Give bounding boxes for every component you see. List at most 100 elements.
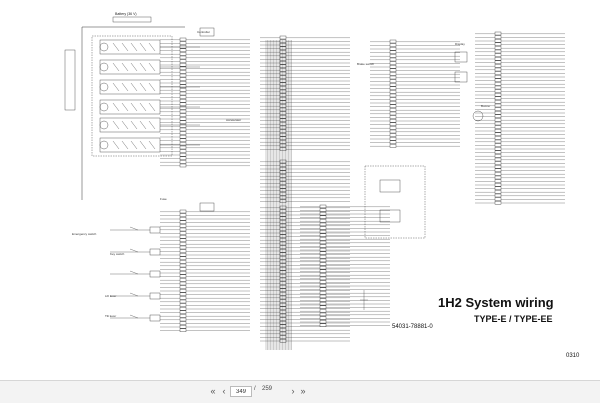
harness-pin xyxy=(279,274,287,278)
lift-lever-label: Lift lever xyxy=(105,294,117,298)
contact-wire xyxy=(112,62,120,72)
harness-pin xyxy=(279,104,287,108)
display-pin xyxy=(389,104,397,109)
contact-wire xyxy=(139,42,147,52)
next-page-button[interactable]: › xyxy=(291,386,295,396)
harness-pin xyxy=(279,270,287,274)
option-pin xyxy=(319,273,327,277)
page-code: 0310 xyxy=(566,353,580,359)
switch-contact xyxy=(129,226,139,231)
contact-wire xyxy=(139,62,147,72)
controller-pin xyxy=(179,45,187,49)
controller-pin xyxy=(179,102,187,107)
harness-pin xyxy=(279,324,287,328)
display-connector-pin xyxy=(494,168,502,173)
display-connector-pin xyxy=(494,71,502,75)
controller-pin xyxy=(179,285,187,289)
display-connector-pin xyxy=(494,35,502,39)
contact-wire xyxy=(130,140,138,150)
switch-contact xyxy=(129,314,139,319)
harness-pin xyxy=(279,181,287,185)
harness-pin xyxy=(279,241,287,246)
option-pin xyxy=(319,237,327,241)
display-connector-pin xyxy=(494,96,502,101)
controller-pin xyxy=(179,48,187,52)
display-pin xyxy=(389,68,397,73)
display-connector-pin xyxy=(494,200,502,205)
emergency-switch-label: Emergency switch xyxy=(72,232,97,236)
controller-pin xyxy=(179,249,187,253)
controller-pin xyxy=(179,234,187,239)
tilt-lever-label: Tilt lever xyxy=(105,314,117,318)
controller-pin xyxy=(179,59,187,63)
controller-pin xyxy=(179,152,187,157)
option-pin xyxy=(319,233,327,238)
display-connector-pin xyxy=(494,146,502,151)
contact-wire xyxy=(112,102,120,112)
contact-wire xyxy=(121,140,129,150)
display-pin xyxy=(389,111,397,116)
display-connector-pin xyxy=(494,100,502,104)
connector-label-box xyxy=(199,27,215,37)
previous-page-button[interactable]: ‹ xyxy=(222,386,226,396)
display-connector-pin xyxy=(494,82,502,86)
controller-pin xyxy=(179,303,187,307)
harness-pin xyxy=(279,174,287,178)
page-navigation-bar: « ‹ / 259 › » xyxy=(0,380,600,403)
display-connector-pin xyxy=(494,64,502,68)
option-pin xyxy=(319,244,327,248)
connector-label-box xyxy=(199,202,215,212)
brake-switch-label: Brake switch xyxy=(357,62,375,66)
contact-wire xyxy=(112,140,120,150)
controller-pin xyxy=(179,66,187,71)
contact-wire xyxy=(148,102,156,112)
controller-pin xyxy=(179,84,187,89)
display-pin xyxy=(389,97,397,101)
switch-contact xyxy=(129,292,139,297)
display-symbol xyxy=(454,51,468,63)
display-pin xyxy=(389,140,397,145)
controller-pin xyxy=(179,55,187,60)
harness-pin xyxy=(279,53,287,58)
controller-pin xyxy=(179,91,187,96)
option-board-frame xyxy=(364,165,426,239)
display-pin xyxy=(389,93,397,98)
controller-pin xyxy=(179,127,187,132)
motor-symbol xyxy=(99,102,109,112)
display-pin xyxy=(389,75,397,80)
harness-pin xyxy=(279,96,287,101)
controller-pin xyxy=(179,73,187,78)
page-number-input[interactable] xyxy=(230,386,252,397)
option-pin xyxy=(319,280,327,284)
first-page-button[interactable]: « xyxy=(210,386,216,396)
option-pin xyxy=(319,208,327,212)
harness-pin xyxy=(279,100,287,105)
controller-pin xyxy=(179,63,187,67)
option-pin xyxy=(319,266,327,270)
display-connector-pin xyxy=(494,161,502,165)
display-connector-pin xyxy=(494,164,502,169)
controller-pin xyxy=(179,274,187,278)
option-pin xyxy=(319,262,327,266)
option-pin xyxy=(319,298,327,302)
board-chip xyxy=(379,209,401,223)
harness-pin xyxy=(279,252,287,257)
display-symbol xyxy=(454,71,468,83)
harness-pin xyxy=(279,86,287,90)
display-connector-pin xyxy=(494,60,502,64)
option-pin xyxy=(319,204,327,209)
display-pin xyxy=(389,57,397,62)
harness-pin xyxy=(279,57,287,61)
accelerator-label: Accelerator xyxy=(226,118,242,122)
contact-wire xyxy=(130,42,138,52)
display-pin xyxy=(389,122,397,127)
harness-pin xyxy=(279,313,287,318)
controller-pin xyxy=(179,149,187,153)
contact-wire xyxy=(148,62,156,72)
last-page-button[interactable]: » xyxy=(300,386,306,396)
harness-pin xyxy=(279,192,287,196)
display-connector-pin xyxy=(494,154,502,158)
harness-pin xyxy=(279,89,287,94)
harness-pin xyxy=(279,321,287,325)
harness-pin xyxy=(279,82,287,87)
